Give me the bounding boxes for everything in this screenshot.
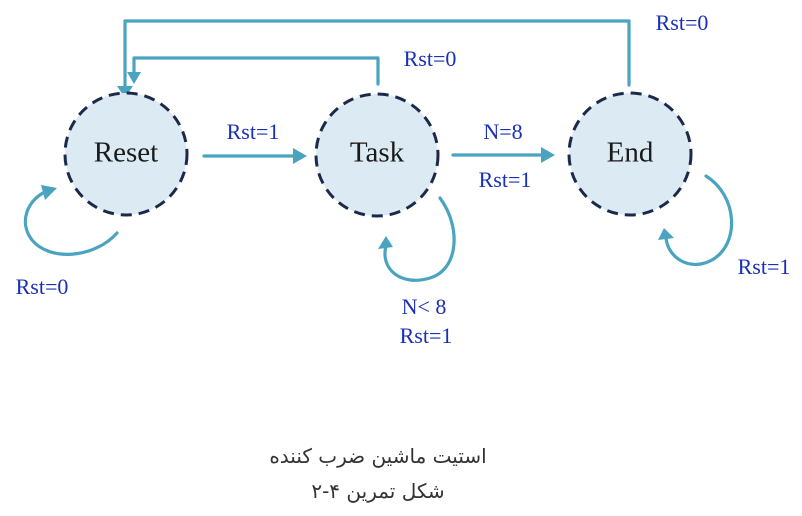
label-task-to-end-condition: N=8 bbox=[483, 119, 522, 144]
state-end: End bbox=[567, 91, 693, 217]
figure-caption: استیت ماشین ضرب کننده شکل تمرین ۴-۲ bbox=[269, 444, 486, 503]
edge-reset-self-loop bbox=[23, 190, 119, 256]
edge-task-self-loop bbox=[383, 196, 456, 282]
arrowhead-end-self-loop bbox=[658, 228, 674, 240]
edge-task-to-reset bbox=[132, 56, 380, 86]
arrowhead-task-to-end bbox=[541, 147, 555, 163]
label-end-self-loop: Rst=1 bbox=[738, 254, 791, 279]
label-reset-self-loop: Rst=0 bbox=[16, 274, 69, 299]
label-task-self-loop-condition: N< 8 bbox=[402, 294, 447, 319]
arrowhead-task-to-reset bbox=[127, 72, 141, 84]
edge-end-self-loop bbox=[664, 174, 734, 266]
label-reset-to-task: Rst=1 bbox=[227, 119, 280, 144]
caption-line-2: شکل تمرین ۴-۲ bbox=[311, 479, 444, 503]
label-task-to-reset: Rst=0 bbox=[404, 46, 457, 71]
edge-labels: Rst=0 Rst=0 Rst=1 N=8 Rst=1 Rst=0 N< 8 R… bbox=[16, 10, 791, 348]
label-task-to-end-reset: Rst=1 bbox=[479, 167, 532, 192]
state-circle bbox=[63, 91, 189, 217]
caption-line-1: استیت ماشین ضرب کننده bbox=[269, 444, 486, 468]
state-task: Task bbox=[314, 92, 440, 218]
arrowhead-reset-to-task bbox=[293, 148, 307, 164]
label-task-self-loop-reset: Rst=1 bbox=[400, 323, 453, 348]
arrowhead-reset-self-loop bbox=[41, 185, 57, 200]
state-label-end: End bbox=[607, 137, 654, 169]
state-label-reset: Reset bbox=[94, 137, 158, 169]
state-circle bbox=[567, 91, 693, 217]
label-end-to-reset: Rst=0 bbox=[656, 10, 709, 35]
arrowhead-task-self-loop bbox=[378, 236, 393, 249]
state-label-task: Task bbox=[350, 137, 405, 169]
state-circle bbox=[314, 92, 440, 218]
arrowhead-end-to-reset bbox=[117, 86, 133, 98]
state-reset: Reset bbox=[63, 91, 189, 217]
transitions bbox=[23, 19, 734, 282]
edge-end-to-reset bbox=[123, 19, 631, 90]
